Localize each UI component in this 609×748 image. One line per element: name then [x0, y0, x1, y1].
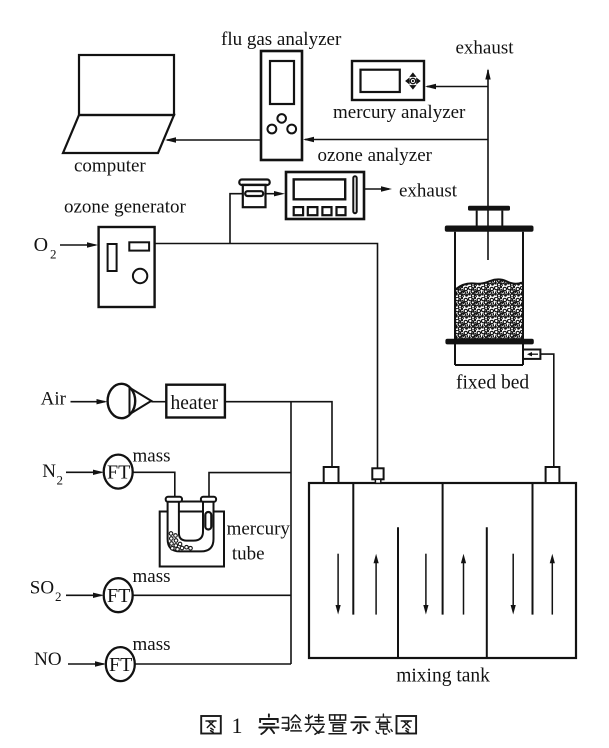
- svg-text:Air: Air: [41, 389, 67, 410]
- svg-text:2: 2: [50, 247, 57, 262]
- svg-text:FT: FT: [107, 585, 130, 607]
- svg-text:mass: mass: [133, 634, 171, 655]
- svg-text:mercury analyzer: mercury analyzer: [333, 102, 466, 123]
- svg-text:mass: mass: [133, 446, 171, 467]
- svg-text:computer: computer: [74, 156, 146, 177]
- svg-text:2: 2: [55, 589, 62, 604]
- svg-text:FT: FT: [109, 654, 132, 676]
- svg-text:O: O: [34, 234, 48, 256]
- svg-text:mixing tank: mixing tank: [396, 666, 490, 687]
- svg-text:mass: mass: [133, 566, 171, 587]
- svg-text:exhaust: exhaust: [456, 38, 515, 59]
- svg-text:FT: FT: [107, 462, 130, 484]
- svg-text:N: N: [42, 461, 56, 482]
- svg-text:mercury: mercury: [227, 519, 291, 540]
- svg-text:heater: heater: [171, 393, 219, 414]
- svg-text:1: 1: [232, 713, 243, 738]
- svg-text:2: 2: [57, 473, 64, 488]
- svg-text:flu gas analyzer: flu gas analyzer: [221, 29, 342, 50]
- svg-text:tube: tube: [232, 544, 265, 565]
- svg-text:exhaust: exhaust: [399, 181, 458, 202]
- svg-text:NO: NO: [34, 649, 61, 670]
- svg-text:ozone generator: ozone generator: [64, 197, 187, 218]
- svg-text:fixed bed: fixed bed: [456, 373, 529, 394]
- svg-text:SO: SO: [30, 578, 54, 599]
- svg-text:ozone analyzer: ozone analyzer: [318, 145, 433, 166]
